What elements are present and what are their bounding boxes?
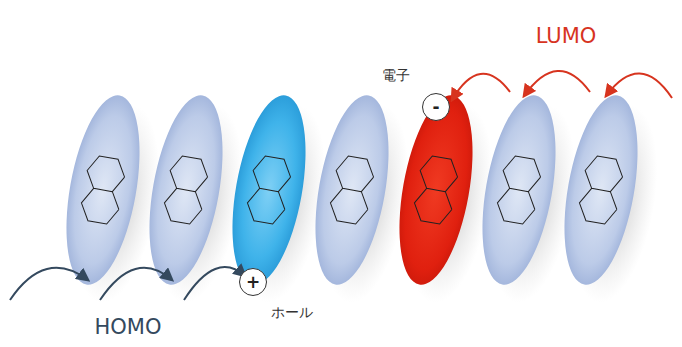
hop-arrow (452, 74, 510, 100)
molecule-body (552, 90, 650, 291)
electron-charge-circle: - (422, 93, 450, 121)
hop-arrow (184, 267, 245, 300)
naphthalene-structure (328, 154, 377, 225)
hop-arrow (606, 73, 672, 98)
molecule-body (470, 90, 568, 291)
molecule-body (137, 90, 235, 291)
naphthalene-structure (412, 154, 461, 225)
homo-label: HOMO (95, 317, 162, 338)
molecule-body (303, 90, 401, 291)
naphthalene-structure (162, 154, 211, 225)
hop-arrow (524, 71, 590, 96)
naphthalene-structure (79, 154, 128, 225)
molecule-row (54, 90, 671, 310)
naphthalene-structure (245, 154, 294, 225)
hole-label: ホール (271, 305, 313, 319)
hole-charge-circle: + (239, 268, 267, 296)
charge-sign: - (432, 99, 439, 116)
charge-sign: + (246, 274, 260, 291)
electron-label: 電子 (382, 68, 410, 82)
hop-arrow (10, 268, 88, 300)
molecule-ellipse (552, 90, 671, 310)
lumo-label: LUMO (536, 26, 597, 47)
molecule-body (387, 90, 485, 291)
naphthalene-structure (577, 154, 626, 225)
hop-arrow (100, 268, 172, 300)
naphthalene-structure (495, 154, 544, 225)
hopping-arrows (10, 71, 672, 300)
molecule-body (220, 90, 318, 291)
molecule-body (54, 90, 152, 291)
